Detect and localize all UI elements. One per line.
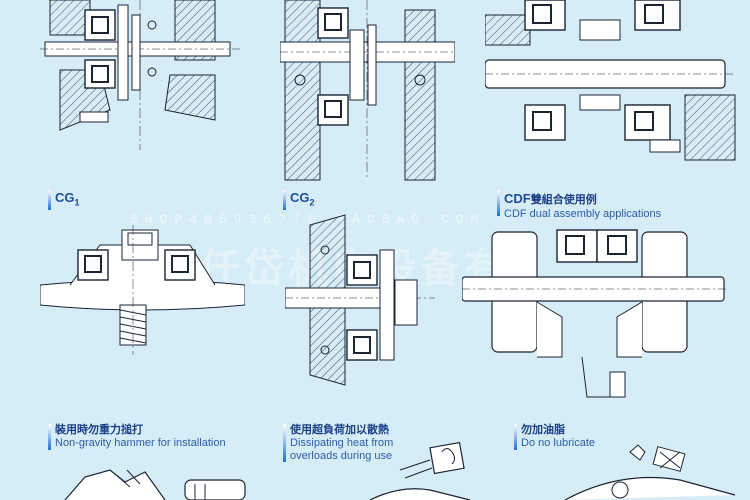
caption-cg1-label: CG1 [55, 190, 80, 208]
caption-accent-bar [497, 190, 500, 216]
caption-accent-bar [48, 190, 51, 210]
caption-accent-bar [48, 424, 51, 450]
caption-lube: 勿加油脂 Do no lubricate [514, 424, 595, 450]
drawing-cg2 [280, 0, 455, 185]
caption-cdf-code: CDF [504, 191, 531, 206]
caption-accent-bar [283, 424, 286, 462]
caption-gravity: 裝用時勿重力搥打 Non-gravity hammer for installa… [48, 424, 226, 450]
illustration-heat [360, 440, 500, 500]
caption-lube-cn: 勿加油脂 [521, 424, 565, 436]
caption-cg2-label: CG2 [290, 190, 315, 208]
caption-cg1: CG1 [48, 190, 80, 210]
caption-heat-en-line1: Dissipating heat from [290, 437, 394, 449]
drawing-cg1-worm [40, 225, 245, 415]
illustration-lubricate [560, 440, 740, 500]
drawing-cg1 [40, 0, 240, 185]
caption-gravity-cn: 裝用時勿重力搥打 [55, 424, 143, 436]
caption-accent-bar [514, 424, 517, 450]
watermark-url: SHOP406936?70.TAOBAO.COM [130, 212, 486, 227]
caption-accent-bar [283, 190, 286, 210]
caption-lube-en: Do no lubricate [521, 437, 595, 449]
caption-cdf: CDF雙組合使用例 CDF dual assembly applications [497, 190, 661, 221]
caption-heat: 使用超負荷加以散熱 Dissipating heat from overload… [283, 424, 393, 463]
drawing-cdf-pulley [462, 222, 727, 412]
caption-cdf-en: CDF dual assembly applications [504, 208, 662, 220]
caption-cg2: CG2 [283, 190, 315, 210]
drawing-cg2-flange [285, 210, 460, 400]
caption-heat-en-line2: overloads during use [290, 450, 393, 462]
caption-cdf-cn: 雙組合使用例 [530, 194, 597, 206]
drawing-cdf-top [485, 0, 740, 185]
caption-heat-cn: 使用超負荷加以散熱 [290, 424, 389, 436]
illustration-hammer [55, 462, 255, 500]
caption-gravity-en: Non-gravity hammer for installation [55, 437, 226, 449]
